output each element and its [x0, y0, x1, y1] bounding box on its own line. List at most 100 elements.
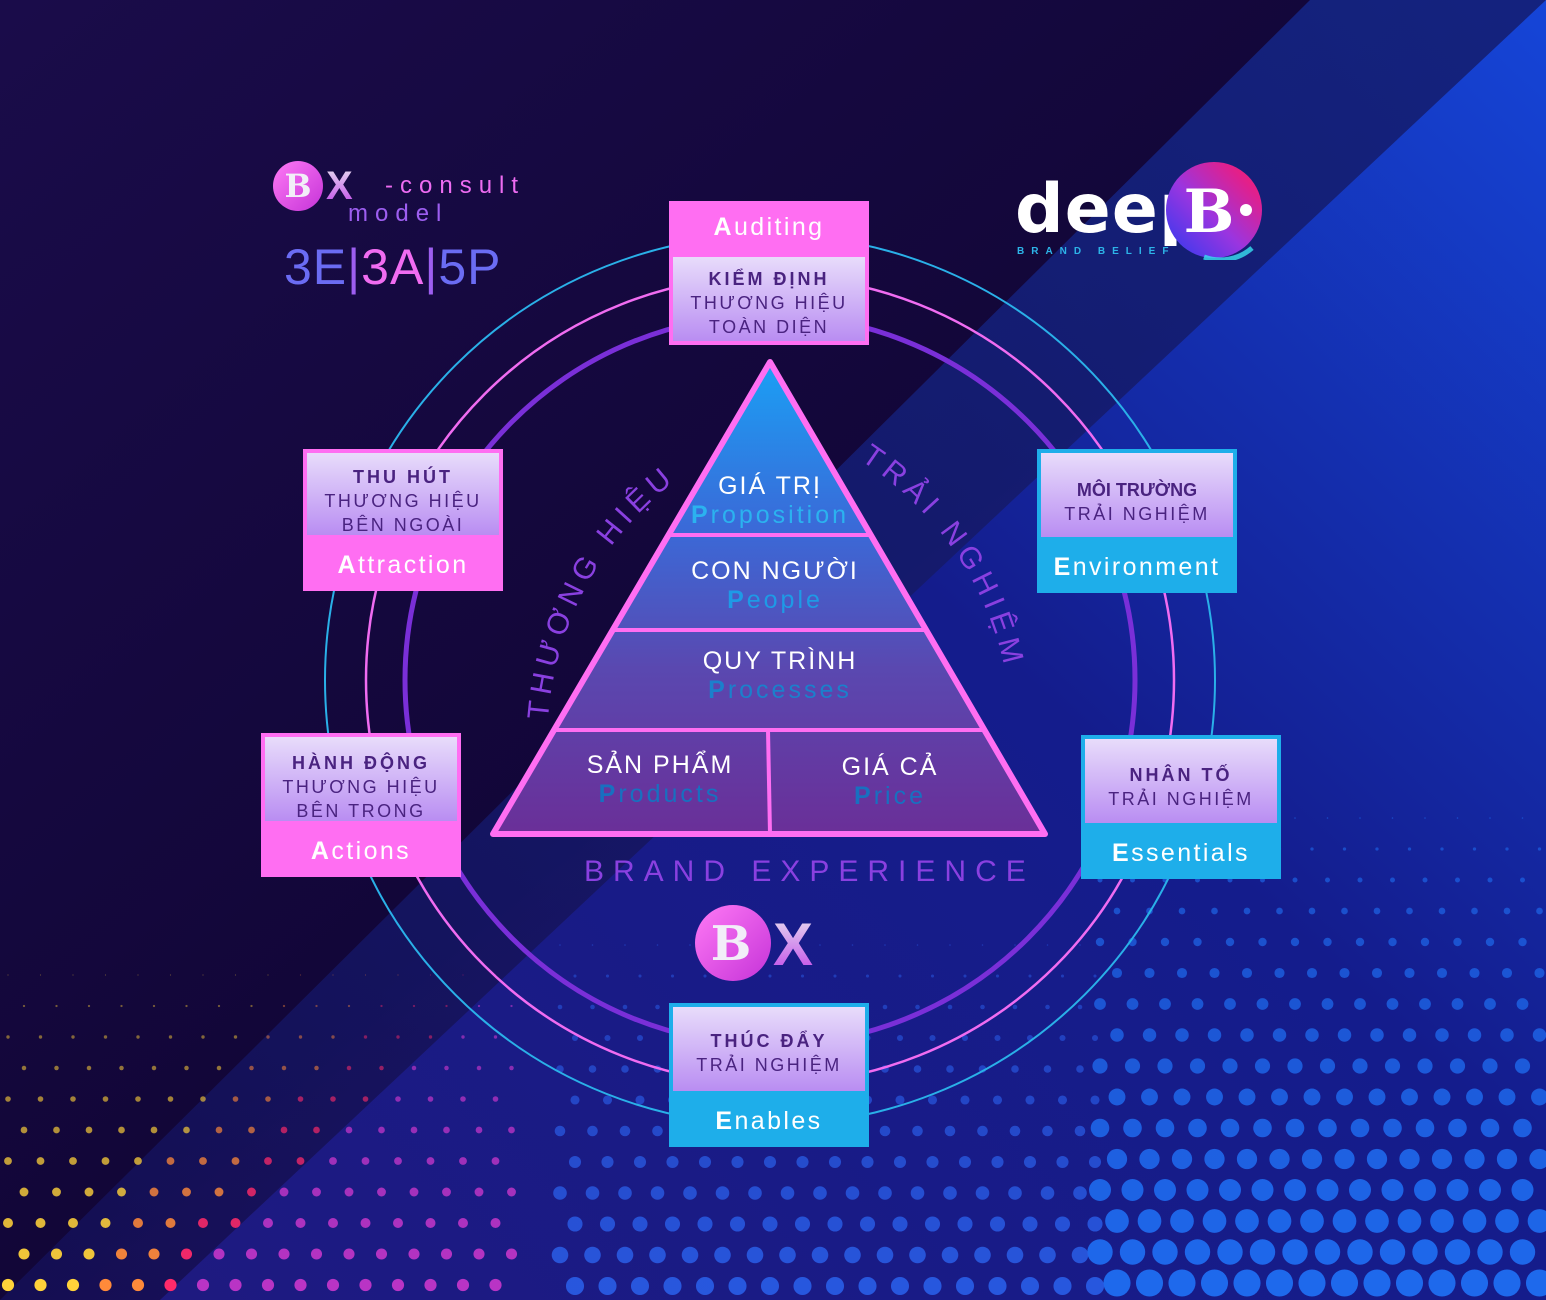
halftone-dot	[1171, 1148, 1193, 1170]
halftone-dot	[1106, 1148, 1128, 1170]
halftone-dot	[231, 1157, 240, 1165]
halftone-dot	[1139, 1148, 1160, 1170]
halftone-dot	[590, 1004, 595, 1010]
halftone-dot	[1485, 937, 1495, 947]
halftone-dot	[474, 1187, 484, 1197]
halftone-dot	[746, 1246, 764, 1264]
brand-experience-label: BRAND EXPERIENCE	[584, 855, 1035, 888]
halftone-dot	[1006, 1246, 1024, 1264]
halftone-dot	[1103, 1269, 1131, 1297]
halftone-dot	[6, 1035, 10, 1039]
halftone-dot	[476, 1065, 482, 1071]
halftone-dot	[895, 1095, 905, 1105]
halftone-dot	[87, 1004, 91, 1008]
model-formula: 3E|3A|5P	[284, 239, 502, 295]
halftone-dot	[229, 1278, 242, 1292]
halftone-dot	[1415, 1118, 1435, 1138]
halftone-dot	[1243, 907, 1251, 915]
halftone-dot	[184, 1065, 189, 1071]
halftone-dot	[1336, 1088, 1353, 1106]
level-en-label: People	[727, 586, 823, 614]
halftone-dot	[729, 1216, 746, 1232]
halftone-dot	[72, 974, 74, 976]
halftone-dot	[1054, 1216, 1071, 1232]
halftone-dot	[52, 1187, 61, 1197]
halftone-dot	[689, 944, 691, 946]
halftone-dot	[878, 1186, 892, 1200]
halftone-dot	[1173, 1088, 1191, 1106]
halftone-dot	[69, 1157, 77, 1165]
halftone-dot	[39, 974, 42, 976]
halftone-dot	[1451, 998, 1464, 1010]
halftone-dot	[599, 1216, 616, 1232]
halftone-dot	[1414, 1179, 1436, 1201]
halftone-dot	[865, 974, 870, 978]
halftone-dot	[567, 1216, 583, 1232]
halftone-dot	[571, 1034, 579, 1042]
halftone-dot	[1511, 1179, 1534, 1201]
halftone-dot	[281, 1065, 287, 1071]
halftone-dot	[445, 1004, 448, 1008]
halftone-dot	[1375, 847, 1379, 851]
halftone-dot	[994, 1034, 1001, 1042]
halftone-dot	[167, 1096, 174, 1102]
halftone-dot	[149, 1187, 159, 1197]
halftone-dot	[913, 1065, 922, 1073]
halftone-dot	[247, 1187, 256, 1197]
halftone-dot	[980, 1004, 985, 1010]
halftone-dot	[248, 1126, 255, 1134]
halftone-dot	[1060, 974, 1065, 978]
svg-text:B: B	[284, 167, 311, 205]
halftone-dot	[1318, 1118, 1337, 1138]
card-en-band: Essentials	[1081, 827, 1281, 879]
halftone-dot	[1271, 1088, 1288, 1106]
halftone-dot	[118, 1126, 125, 1134]
halftone-dot	[36, 1157, 45, 1165]
halftone-dot	[1105, 1209, 1129, 1233]
halftone-dot	[1219, 1179, 1241, 1201]
halftone-dot	[1518, 937, 1527, 947]
bx-footer-x: X	[773, 911, 813, 978]
halftone-dot	[136, 1035, 140, 1039]
halftone-dot	[630, 1276, 650, 1296]
halftone-dot	[943, 1186, 957, 1200]
halftone-dot	[977, 1125, 988, 1137]
halftone-dot	[1477, 1239, 1503, 1265]
halftone-dot	[394, 1157, 402, 1165]
halftone-dot	[1119, 1239, 1146, 1265]
halftone-dot	[1431, 1148, 1453, 1170]
halftone-dot	[1251, 1179, 1274, 1201]
halftone-dot	[216, 1065, 222, 1071]
halftone-dot	[760, 1276, 780, 1296]
halftone-dot	[1292, 877, 1298, 883]
halftone-dot	[616, 1246, 634, 1264]
halftone-dot	[215, 1126, 223, 1134]
halftone-dot	[929, 1034, 936, 1042]
pyramid-divider-vertical	[766, 729, 772, 835]
halftone-dot	[426, 1157, 435, 1165]
halftone-dot	[102, 1096, 109, 1102]
halftone-dot	[565, 1276, 585, 1296]
halftone-dot	[1123, 1118, 1142, 1138]
halftone-dot	[84, 1187, 94, 1197]
halftone-dot	[196, 1278, 210, 1292]
halftone-dot	[234, 974, 237, 976]
halftone-dot	[858, 1276, 877, 1296]
halftone-dot	[573, 974, 577, 978]
halftone-dot	[1282, 1239, 1308, 1265]
halftone-dot	[1079, 944, 1081, 946]
halftone-dot	[1014, 944, 1016, 946]
halftone-dot	[1289, 998, 1301, 1010]
halftone-dot	[1053, 1276, 1072, 1296]
card-vn-panel: THÚC ĐẨY TRẢI NGHIỆM	[669, 1003, 869, 1095]
halftone-dot	[1209, 967, 1220, 979]
halftone-dot	[166, 1157, 175, 1165]
halftone-dot	[621, 1065, 629, 1073]
halftone-dot	[955, 1276, 975, 1296]
halftone-dot	[310, 1248, 323, 1260]
halftone-dot	[1370, 1028, 1384, 1042]
halftone-dot	[473, 1248, 485, 1260]
halftone-dot	[915, 1004, 920, 1010]
card-attraction: THU HÚT THƯƠNG HIỆU BÊN NGOÀI Attraction	[303, 449, 503, 591]
halftone-dot	[332, 974, 334, 976]
